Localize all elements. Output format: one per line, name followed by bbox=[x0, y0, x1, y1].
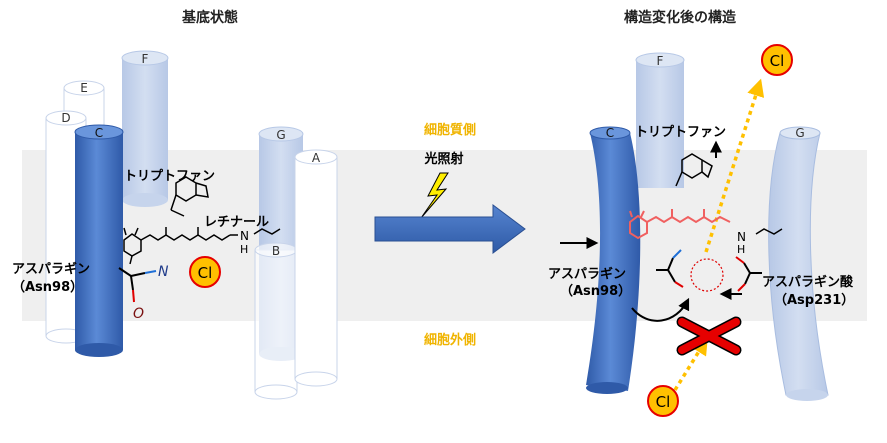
imine-h-right: H bbox=[737, 243, 745, 256]
asn98-label-right: （Asn98） bbox=[560, 283, 631, 299]
helix-c: C bbox=[74, 124, 124, 357]
helix-g-right-label: G bbox=[795, 126, 804, 140]
helix-b-label: B bbox=[272, 244, 280, 258]
imine-n-left: N bbox=[240, 229, 249, 243]
tryptophan-structure-right bbox=[675, 153, 713, 187]
helix-a-label: A bbox=[312, 151, 321, 165]
chloride-path-blocked bbox=[673, 337, 708, 391]
aspartic-acid-label: アスパラギン酸 bbox=[762, 274, 854, 290]
asparagine-structure-right bbox=[656, 249, 684, 288]
retinal-structure-left bbox=[123, 227, 281, 265]
chloride-ion-bottom: Cl bbox=[647, 385, 679, 417]
helix-d-label: D bbox=[61, 111, 70, 125]
retinal-label-left: レチナール bbox=[204, 215, 269, 230]
imine-tail-right bbox=[755, 228, 783, 235]
blocked-x-icon bbox=[676, 316, 742, 356]
imine-h-left: H bbox=[240, 243, 248, 256]
helix-g-right: G bbox=[768, 126, 829, 401]
chloride-top-label: Cl bbox=[770, 52, 785, 70]
chloride-bottom-label: Cl bbox=[656, 393, 671, 411]
helix-b: B bbox=[254, 242, 298, 400]
light-arrow bbox=[374, 204, 526, 254]
helix-c-right: C bbox=[586, 126, 641, 394]
helix-f-right-label: F bbox=[657, 54, 664, 68]
helix-e-label: E bbox=[80, 81, 88, 95]
aspartic-acid-structure bbox=[735, 256, 762, 292]
asparagine-o-atom: O bbox=[133, 306, 144, 322]
cytoplasmic-label: 細胞質側 bbox=[424, 122, 476, 138]
title-left: 基底状態 bbox=[182, 9, 238, 26]
helix-f-label: F bbox=[142, 52, 149, 66]
light-irradiation-label: 光照射 bbox=[423, 151, 463, 167]
tryptophan-structure-left bbox=[170, 176, 209, 217]
asp231-label: （Asp231） bbox=[774, 292, 854, 308]
lightning-icon bbox=[420, 172, 449, 219]
asparagine-rotate-arrow bbox=[631, 297, 690, 322]
chloride-path-up bbox=[704, 78, 765, 253]
extracellular-label: 細胞外側 bbox=[424, 332, 476, 348]
helix-a: A bbox=[294, 149, 338, 387]
pore-site bbox=[690, 258, 724, 292]
tryptophan-label-left: トリプトファン bbox=[124, 169, 215, 184]
title-right: 構造変化後の構造 bbox=[624, 9, 736, 26]
asparagine-structure-left bbox=[118, 267, 157, 303]
asn98-label-left: （Asn98） bbox=[12, 279, 83, 295]
helix-f-right: F bbox=[635, 52, 685, 188]
chloride-ion-left: Cl bbox=[189, 256, 221, 288]
helix-g-label: G bbox=[276, 128, 285, 142]
helix-c-label: C bbox=[95, 126, 103, 140]
helix-f: F bbox=[121, 50, 169, 207]
retinal-structure-right bbox=[629, 209, 731, 240]
helix-c-right-label: C bbox=[606, 126, 614, 140]
asparagine-label-right: アスパラギン bbox=[548, 266, 626, 282]
asparagine-label-left: アスパラギン bbox=[12, 261, 90, 277]
tryptophan-label-right: トリプトファン bbox=[635, 125, 726, 140]
chloride-ion-top: Cl bbox=[761, 44, 793, 76]
asparagine-n-atom: N bbox=[158, 264, 169, 280]
imine-n-right: N bbox=[737, 230, 746, 244]
chloride-label-left: Cl bbox=[198, 264, 213, 282]
